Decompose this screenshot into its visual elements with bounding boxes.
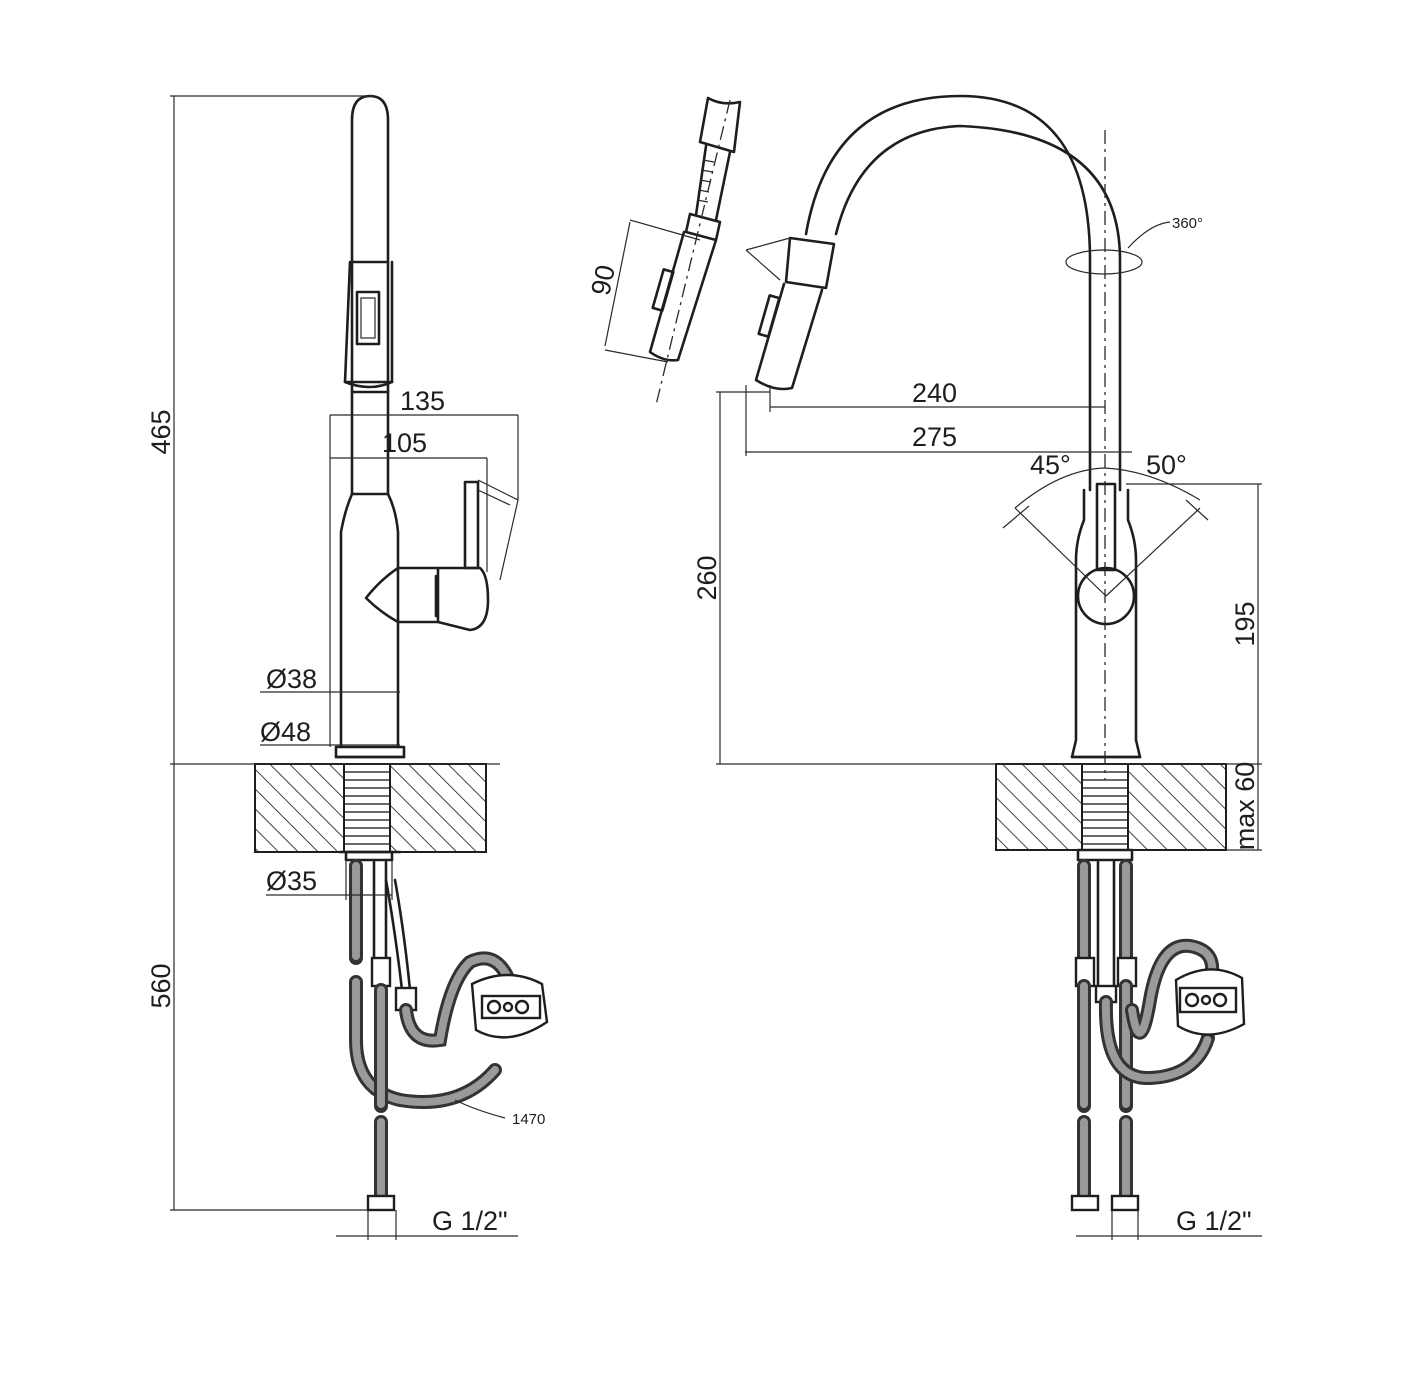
underside-right bbox=[1070, 848, 1246, 1240]
label-360-deg: 360° bbox=[1172, 215, 1203, 232]
label-max-60: max 60 bbox=[1230, 762, 1260, 851]
label-105: 105 bbox=[382, 428, 427, 458]
label-260: 260 bbox=[692, 555, 722, 600]
side-view bbox=[170, 94, 549, 1240]
spray-head-detail bbox=[604, 96, 742, 406]
dimensions-left bbox=[170, 95, 519, 1237]
label-50-deg: 50° bbox=[1146, 450, 1187, 480]
label-195: 195 bbox=[1230, 601, 1260, 646]
front-view bbox=[716, 94, 1262, 1240]
label-560: 560 bbox=[146, 963, 176, 1008]
label-thread-right: G 1/2" bbox=[1176, 1206, 1252, 1236]
label-thread-left: G 1/2" bbox=[432, 1206, 508, 1236]
label-dia-35: Ø35 bbox=[266, 866, 317, 896]
label-275: 275 bbox=[912, 422, 957, 452]
faucet-body-side bbox=[334, 94, 519, 759]
label-45-deg: 45° bbox=[1030, 450, 1071, 480]
label-dia-38: Ø38 bbox=[266, 664, 317, 694]
dimension-labels: 465 135 105 Ø38 Ø48 Ø35 560 1470 G 1/2" … bbox=[146, 215, 1260, 1236]
label-135: 135 bbox=[400, 386, 445, 416]
label-240: 240 bbox=[912, 378, 957, 408]
label-dia-48: Ø48 bbox=[260, 717, 311, 747]
label-1470: 1470 bbox=[512, 1111, 545, 1128]
label-465: 465 bbox=[146, 409, 176, 454]
dimensions-right bbox=[716, 221, 1262, 1237]
underside-left bbox=[338, 850, 549, 1240]
label-90: 90 bbox=[585, 262, 621, 298]
